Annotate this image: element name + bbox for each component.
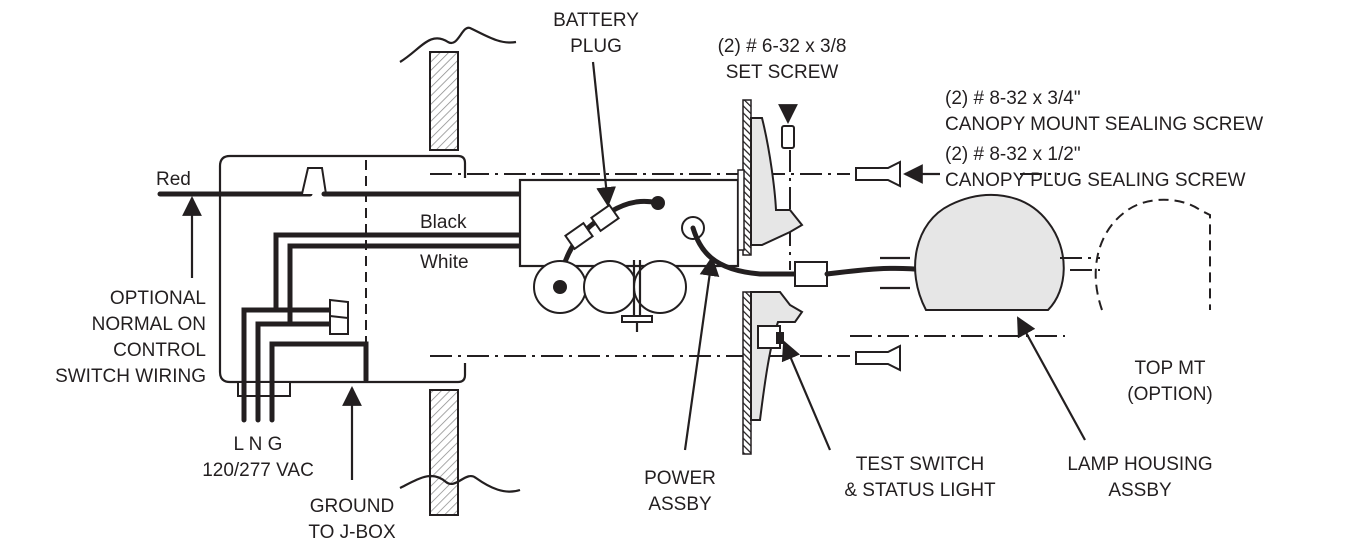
power-assembly [518, 178, 740, 332]
top-mt-label-1: TOP MT [1134, 358, 1205, 379]
voltage-label: 120/277 VAC [202, 460, 314, 481]
canopy-plug-screw-label-1: (2) # 8-32 x 1/2" [945, 144, 1081, 165]
red-wire [157, 167, 523, 197]
optional-switch-label-3: CONTROL [113, 340, 206, 361]
power-assby-label-2: ASSBY [648, 494, 712, 515]
centerlines [430, 150, 1100, 357]
test-switch-label-2: & STATUS LIGHT [844, 480, 996, 501]
sealing-screws [855, 160, 901, 372]
lamp-housing [880, 194, 1211, 311]
set-screw-label-2: SET SCREW [726, 62, 839, 83]
supply-wires [241, 232, 523, 423]
power-assby-label-1: POWER [644, 468, 716, 489]
ceiling-structure [399, 26, 521, 516]
canopy-plug-screw-label-2: CANOPY PLUG SEALING SCREW [945, 170, 1246, 191]
black-wire-label: Black [420, 212, 467, 233]
ground-label-1: GROUND [310, 496, 394, 517]
leader-lines [182, 61, 1086, 480]
white-wire-label: White [420, 252, 469, 273]
canopy-mount-screw-label-2: CANOPY MOUNT SEALING SCREW [945, 114, 1263, 135]
red-wire-label: Red [156, 169, 191, 190]
lng-label: L N G [234, 434, 283, 455]
battery-plug-label-2: PLUG [570, 36, 622, 57]
set-screw-label-1: (2) # 6-32 x 3/8 [718, 36, 847, 57]
canopy-mount-screw-label-1: (2) # 8-32 x 3/4" [945, 88, 1081, 109]
lamp-housing-label-2: ASSBY [1108, 480, 1172, 501]
optional-switch-label-4: SWITCH WIRING [55, 366, 206, 387]
test-switch-label-1: TEST SWITCH [856, 454, 984, 475]
lamp-housing-label-1: LAMP HOUSING [1067, 454, 1212, 475]
canopy-plate [737, 99, 804, 455]
battery-plug-label-1: BATTERY [553, 10, 639, 31]
ground-label-2: TO J-BOX [308, 522, 396, 543]
top-mt-label-2: (OPTION) [1127, 384, 1213, 405]
optional-switch-label-1: OPTIONAL [110, 288, 206, 309]
optional-switch-label-2: NORMAL ON [92, 314, 206, 335]
